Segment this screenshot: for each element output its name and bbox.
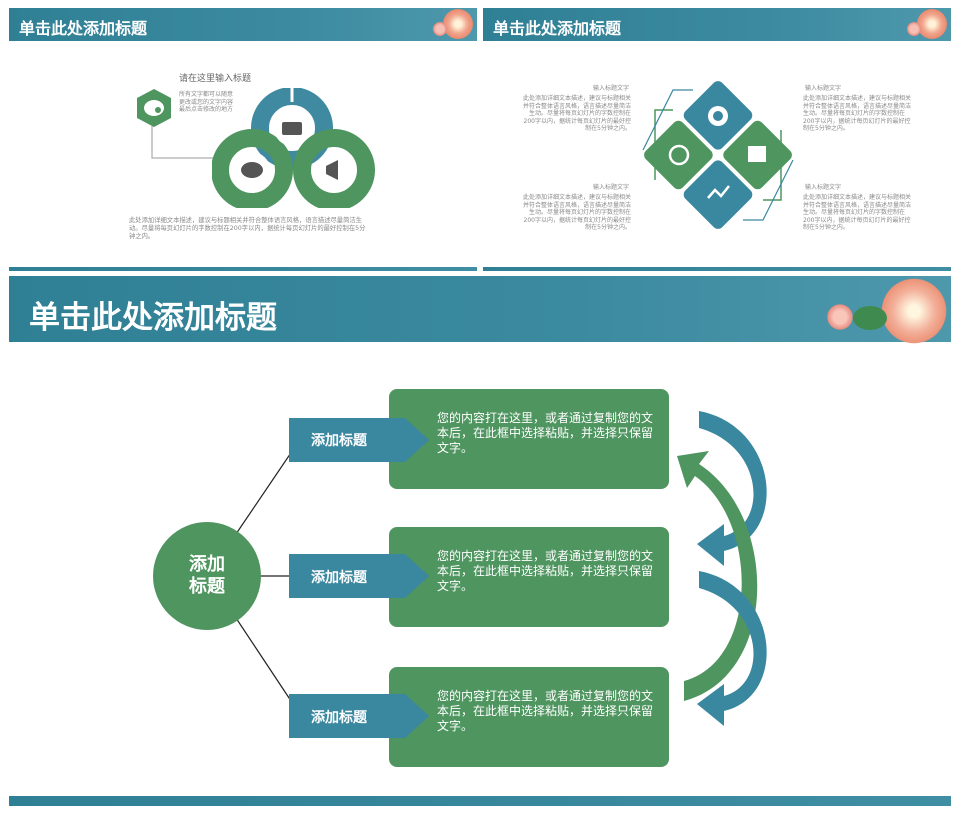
arrow-label-1[interactable]: 添加标题 <box>311 433 367 449</box>
arrow-label-3[interactable]: 添加标题 <box>311 710 367 726</box>
slide-3-title[interactable]: 单击此处添加标题 <box>29 300 277 336</box>
flower-decoration <box>443 9 473 39</box>
flower-decoration <box>917 9 947 39</box>
block-1-heading[interactable]: 输入标题文字 <box>593 85 630 92</box>
ring-diagram <box>212 88 375 208</box>
connector-line <box>151 126 227 159</box>
arrow-label-2[interactable]: 添加标题 <box>311 570 367 586</box>
block-3-heading[interactable]: 输入标题文字 <box>593 184 630 191</box>
flower-decoration <box>881 278 947 344</box>
block-4-heading[interactable]: 输入标题文字 <box>805 184 842 191</box>
slide-1: 单击此处添加标题 请在这里输入标题 所有文字都可以随意更改或您的文字内容 最后点… <box>9 8 477 271</box>
slide-3-footer <box>9 796 951 806</box>
curved-arrows <box>677 411 767 726</box>
slide-1-title[interactable]: 单击此处添加标题 <box>19 19 148 38</box>
center-circle[interactable] <box>153 522 261 630</box>
block-4-text: 此处添加详细文本描述，建议与标题相关并符合整体语言风格，语言描述尽量简洁生动。尽… <box>803 194 912 231</box>
content-box-1[interactable]: 您的内容打在这里，或者通过复制您的文本后，在此框中选择粘贴，并选择只保留文字。 <box>389 389 669 489</box>
slide-1-footer <box>9 267 477 271</box>
content-box-3[interactable]: 您的内容打在这里，或者通过复制您的文本后，在此框中选择粘贴，并选择只保留文字。 <box>389 667 669 767</box>
block-3-text: 此处添加详细文本描述，建议与标题相关并符合整体语言风格，语言描述尽量简洁生动。尽… <box>522 194 631 231</box>
content-text-3: 您的内容打在这里，或者通过复制您的文本后，在此框中选择粘贴，并选择只保留文字。 <box>437 689 654 733</box>
flower-decoration <box>433 22 447 36</box>
body-text: 此处添加详细文本描述，建议与标题相关并符合整体语言风格，语言描述尽量简洁生动。尽… <box>129 217 366 240</box>
slide-3: 单击此处添加标题 添加 标题 您的内容打在这里，或者通过复制您的文本后，在此框中… <box>9 276 951 806</box>
slide-2-footer <box>483 267 951 271</box>
block-2-heading[interactable]: 输入标题文字 <box>805 85 842 92</box>
center-label: 添加 标题 <box>189 554 225 597</box>
flower-decoration <box>907 22 921 36</box>
input-title[interactable]: 请在这里输入标题 <box>179 74 252 84</box>
hexagon-palette-icon <box>137 89 171 127</box>
content-box-2[interactable]: 您的内容打在这里，或者通过复制您的文本后，在此框中选择粘贴，并选择只保留文字。 <box>389 527 669 627</box>
slide-2-title[interactable]: 单击此处添加标题 <box>493 19 622 38</box>
slide-2-banner: 单击此处添加标题 <box>483 8 951 41</box>
content-text-2: 您的内容打在这里，或者通过复制您的文本后，在此框中选择粘贴，并选择只保留文字。 <box>437 549 654 593</box>
arrow-label-shapes <box>289 418 429 738</box>
slide-2: 单击此处添加标题 输入标题文字 此处添加详细文本描述，建议与标题相关并符合整体语… <box>483 8 951 271</box>
side-text: 所有文字都可以随意更改或您的文字内容 最后点击修改的地方 <box>179 91 234 113</box>
slide-3-banner: 单击此处添加标题 <box>9 276 951 344</box>
block-2-text: 此处添加详细文本描述，建议与标题相关并符合整体语言风格，语言描述尽量简洁生动。尽… <box>803 95 912 132</box>
slide-1-banner: 单击此处添加标题 <box>9 8 477 41</box>
leaf-decoration <box>853 306 887 330</box>
diamond-diagram <box>642 81 794 229</box>
flower-decoration <box>827 304 853 330</box>
content-text-1: 您的内容打在这里，或者通过复制您的文本后，在此框中选择粘贴，并选择只保留文字。 <box>437 411 654 455</box>
block-1-text: 此处添加详细文本描述，建议与标题相关并符合整体语言风格，语言描述尽量简洁生动。尽… <box>522 95 631 132</box>
